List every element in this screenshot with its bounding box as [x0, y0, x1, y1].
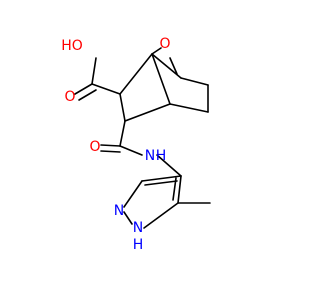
bridge-oxygen-label: O [159, 36, 170, 52]
bonds [74, 47, 211, 229]
bond-c3-amide-carbon [119, 120, 126, 147]
atom-labels: HO O O O N H N N H [61, 36, 170, 253]
bond-c4b-c4 [169, 103, 209, 113]
bond-pz-c5-c4-inner [172, 177, 177, 201]
bond-acid-carbonyl-b [78, 89, 97, 101]
pyrazole-n1-hydrogen-label: H [133, 237, 144, 253]
bond-amide-carbon-n [119, 145, 143, 156]
pyrazole-n1-label: N [133, 220, 143, 236]
molecule-structure: HO O O O N H N N H [61, 36, 211, 253]
bond-pz-n1-c5 [143, 202, 179, 229]
amide-hydrogen-label: H [156, 148, 167, 164]
bond-amide-carbonyl-a [100, 144, 121, 147]
bond-pz-n2-n1 [123, 211, 133, 225]
bond-acid-carbonyl-a [74, 83, 93, 95]
bond-c3-c4 [124, 103, 171, 122]
bond-c1-c6 [151, 53, 182, 79]
bond-c2-c1 [119, 53, 153, 95]
bond-pz-c4-c3 [141, 175, 182, 182]
pyrazole-n2-label: N [114, 203, 124, 219]
bond-pz-c4-c3-inner [144, 180, 178, 186]
amide-carbonyl-oxygen-label: O [89, 139, 100, 155]
bond-pz-c3-n2 [123, 180, 143, 208]
bond-c6-c5 [180, 77, 209, 86]
bond-o7-c4 [169, 57, 178, 75]
bond-amide-carbonyl-b [100, 150, 121, 153]
bond-acid-carbon-ring [91, 83, 121, 95]
bond-acid-carbon-oh [91, 57, 97, 85]
amide-nitrogen-label: N [145, 148, 155, 164]
bond-c4-c1 [151, 53, 171, 105]
bond-c1-o7 [151, 47, 162, 55]
bond-pz-c5-c4 [177, 175, 182, 204]
bond-c2-c3 [119, 93, 126, 122]
acid-carbonyl-oxygen-label: O [64, 89, 75, 105]
bond-amide-n-pyrazole [156, 154, 182, 177]
acid-hydroxyl-label: HO [61, 38, 83, 54]
